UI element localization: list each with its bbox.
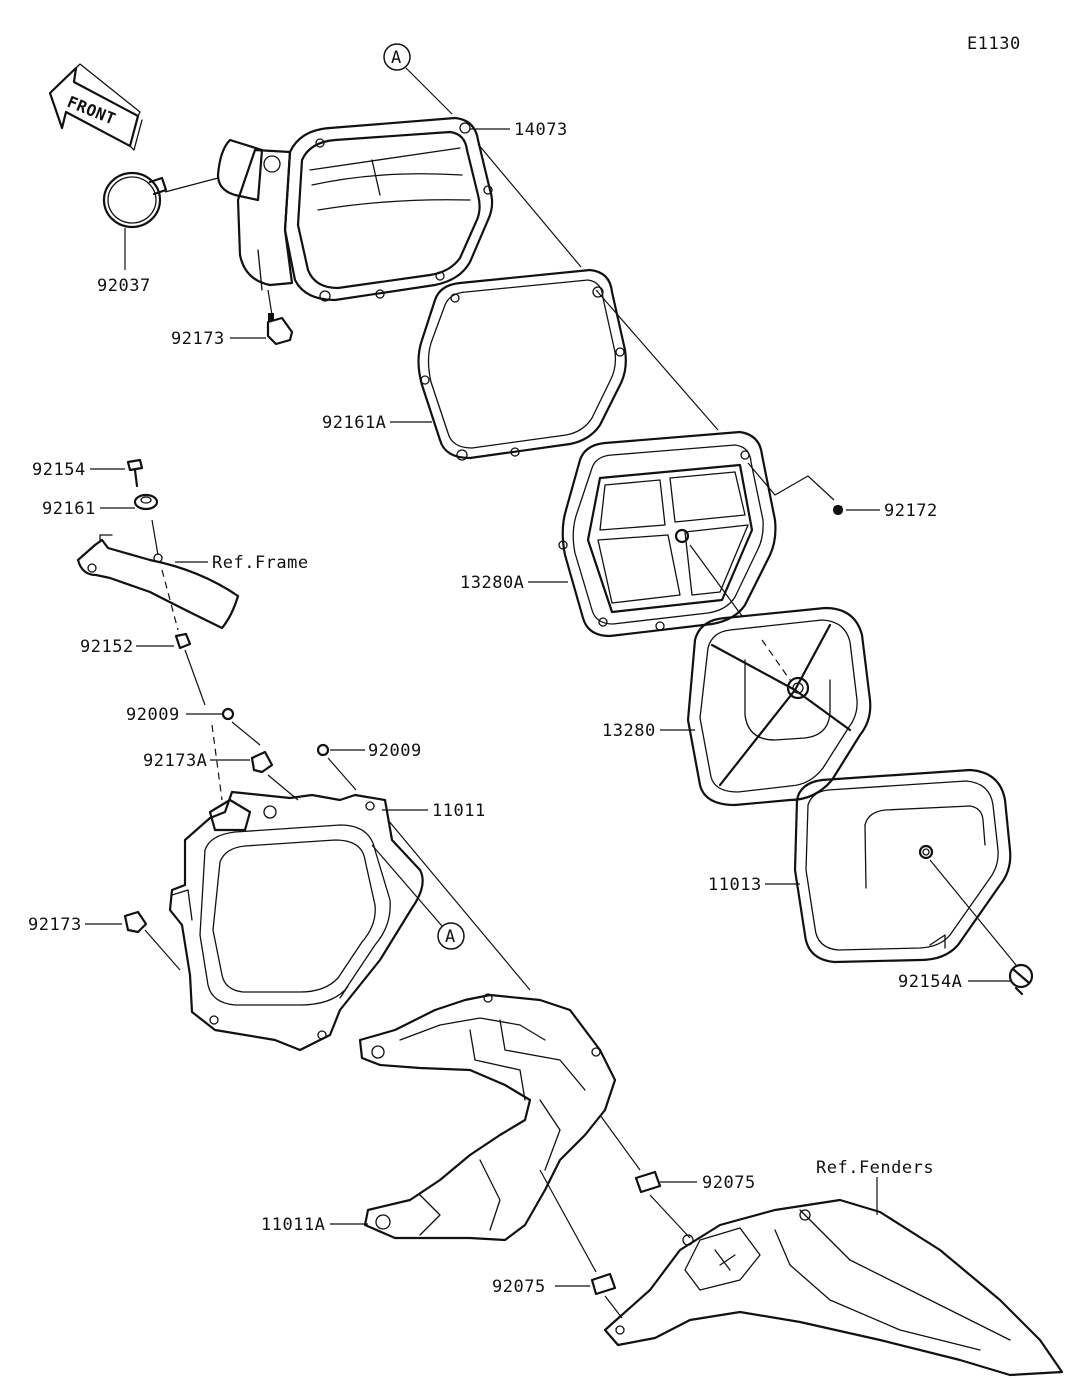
label-92152: 92152 xyxy=(80,637,134,657)
wing-bolt-92154A xyxy=(1008,963,1034,996)
label-92075-top: 92075 xyxy=(702,1173,756,1193)
filter-cage-frame xyxy=(558,430,777,638)
filter-support xyxy=(686,606,872,807)
label-92161A: 92161A xyxy=(322,413,386,433)
label-11011: 11011 xyxy=(432,801,486,821)
damper-92075-bottom xyxy=(590,1272,617,1296)
label-92161: 92161 xyxy=(42,499,96,519)
label-92172: 92172 xyxy=(884,501,938,521)
label-92154: 92154 xyxy=(32,460,86,480)
diagram-code: E1130 xyxy=(967,34,1021,54)
rear-fender-reference xyxy=(603,1198,1064,1377)
frame-reference-label: Ref.Frame xyxy=(212,553,309,573)
front-arrow-icon: FRONT xyxy=(48,63,143,151)
grommet-92161 xyxy=(133,493,159,511)
rear-inner-fender xyxy=(358,993,617,1242)
front-label: FRONT xyxy=(65,92,119,129)
air-filter-element xyxy=(793,768,1012,964)
damper-92075-top xyxy=(634,1170,662,1194)
hose-clamp xyxy=(102,171,168,229)
collar-92152 xyxy=(174,632,192,650)
clip-92173A xyxy=(250,750,274,774)
gasket xyxy=(417,268,627,461)
air-cleaner-housing xyxy=(216,116,494,302)
frame-reference-stub xyxy=(76,534,240,630)
label-92009-left: 92009 xyxy=(126,705,180,725)
nut-92009-left xyxy=(221,707,235,721)
label-92173-left: 92173 xyxy=(28,915,82,935)
label-14073: 14073 xyxy=(514,120,568,140)
ref-circle-a-mid: A xyxy=(371,844,465,950)
svg-text:A: A xyxy=(391,48,402,68)
clip-92173-left xyxy=(123,910,148,934)
bolt-92154 xyxy=(126,458,144,488)
label-92009-right: 92009 xyxy=(368,741,422,761)
label-11011A: 11011A xyxy=(261,1215,325,1235)
label-92037: 92037 xyxy=(97,276,151,296)
label-11013: 11013 xyxy=(708,875,762,895)
nut-92009-right xyxy=(316,743,330,757)
ref-circle-a-top: A xyxy=(383,43,453,115)
label-92173-top: 92173 xyxy=(171,329,225,349)
label-92173A: 92173A xyxy=(143,751,207,771)
label-13280A: 13280A xyxy=(460,573,524,593)
air-box-side-cover xyxy=(168,790,424,1052)
label-13280: 13280 xyxy=(602,721,656,741)
label-92075-bottom: 92075 xyxy=(492,1277,546,1297)
svg-text:A: A xyxy=(445,927,456,947)
clip-92173-top xyxy=(266,313,294,346)
fenders-reference-label: Ref.Fenders xyxy=(816,1158,934,1178)
label-92154A: 92154A xyxy=(898,972,962,992)
screw-92172 xyxy=(832,504,844,516)
